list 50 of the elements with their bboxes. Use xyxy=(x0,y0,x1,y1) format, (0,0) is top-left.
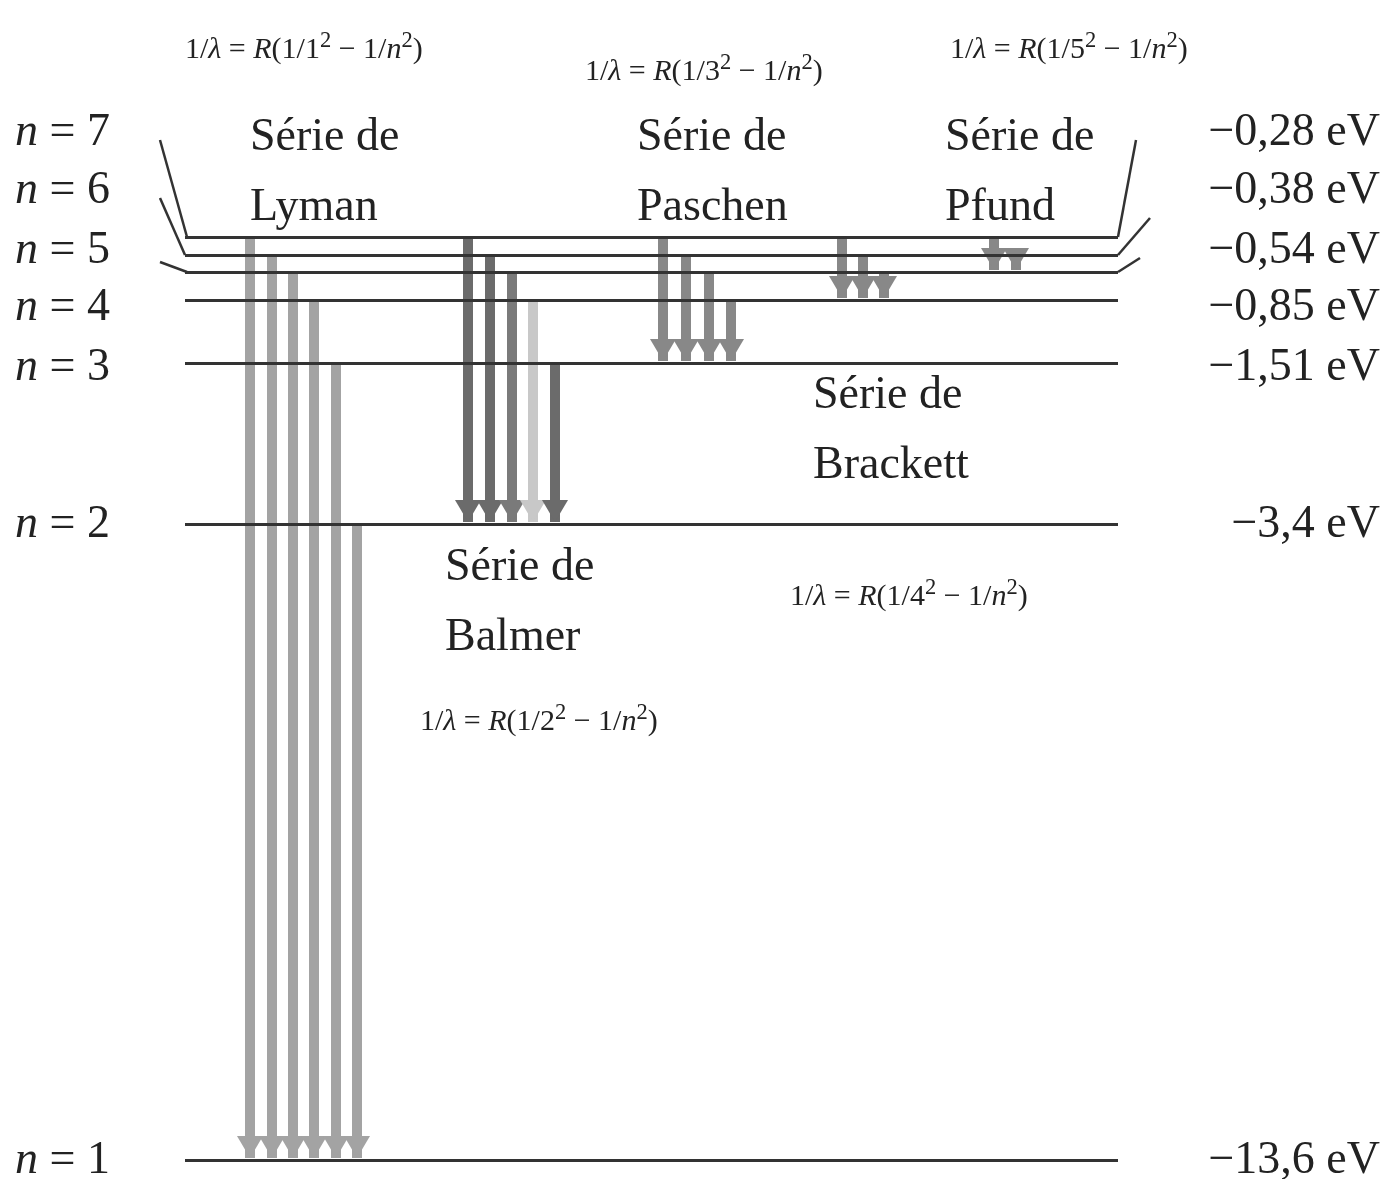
transition-arrow xyxy=(301,302,327,1158)
transition-arrow xyxy=(673,257,699,361)
series-name: Série de Lyman xyxy=(250,109,400,230)
transition-arrow xyxy=(237,239,263,1158)
transition-arrow xyxy=(499,274,525,522)
transition-arrow xyxy=(520,302,546,522)
energy-value: −0,38 eV xyxy=(1208,162,1380,213)
transition-arrow xyxy=(1003,248,1029,270)
level-label: n = 3 xyxy=(15,339,110,390)
series-name: Série de Brackett xyxy=(813,367,969,488)
energy-value: −3,4 eV xyxy=(1231,496,1380,547)
transition-arrow xyxy=(829,239,855,298)
transition-arrow xyxy=(871,274,897,298)
transition-arrow xyxy=(280,274,306,1158)
energy-value: −0,85 eV xyxy=(1208,279,1380,330)
formula-text: 1/λ = R(1/2$^{2}$ − 1/n$^{2}$) xyxy=(420,703,658,736)
formula-text: 1/λ = R(1/1$^{2}$ − 1/n$^{2}$) xyxy=(185,31,423,64)
energy-level-line xyxy=(185,1158,1118,1162)
transition-arrow xyxy=(344,526,370,1158)
level-label: n = 4 xyxy=(15,279,110,330)
energy-level-line xyxy=(185,522,1118,526)
transition-arrow xyxy=(477,257,503,522)
energy-level-line xyxy=(185,361,1118,365)
transition-arrow xyxy=(650,239,676,361)
energy-value: −1,51 eV xyxy=(1208,339,1380,390)
energy-value: −0,28 eV xyxy=(1208,104,1380,155)
transition-arrow xyxy=(718,302,744,361)
energy-level-line xyxy=(185,298,1118,302)
energy-level-line xyxy=(185,270,1118,274)
level-label: n = 1 xyxy=(15,1132,110,1179)
level-label: n = 2 xyxy=(15,496,110,547)
series-name: Série de Balmer xyxy=(445,539,595,660)
energy-level-line xyxy=(185,253,1118,257)
transition-arrow xyxy=(259,257,285,1158)
transition-arrow xyxy=(542,365,568,522)
transition-arrow xyxy=(696,274,722,361)
formula-text: 1/λ = R(1/3$^{2}$ − 1/n$^{2}$) xyxy=(585,53,823,86)
energy-level-line xyxy=(185,235,1118,239)
transition-arrow xyxy=(850,257,876,298)
transition-arrow xyxy=(455,239,481,522)
series-name: Série de Pfund xyxy=(945,109,1095,230)
series-name: Série de Paschen xyxy=(637,109,788,230)
transition-arrow xyxy=(323,365,349,1158)
transition-arrow xyxy=(981,239,1007,270)
level-label: n = 6 xyxy=(15,162,110,213)
energy-value: −0,54 eV xyxy=(1208,222,1380,273)
formula-text: 1/λ = R(1/4$^{2}$ − 1/n$^{2}$) xyxy=(790,578,1028,611)
level-label: n = 7 xyxy=(15,104,110,155)
formula-text: 1/λ = R(1/5$^{2}$ − 1/n$^{2}$) xyxy=(950,31,1188,64)
level-label: n = 5 xyxy=(15,222,110,273)
